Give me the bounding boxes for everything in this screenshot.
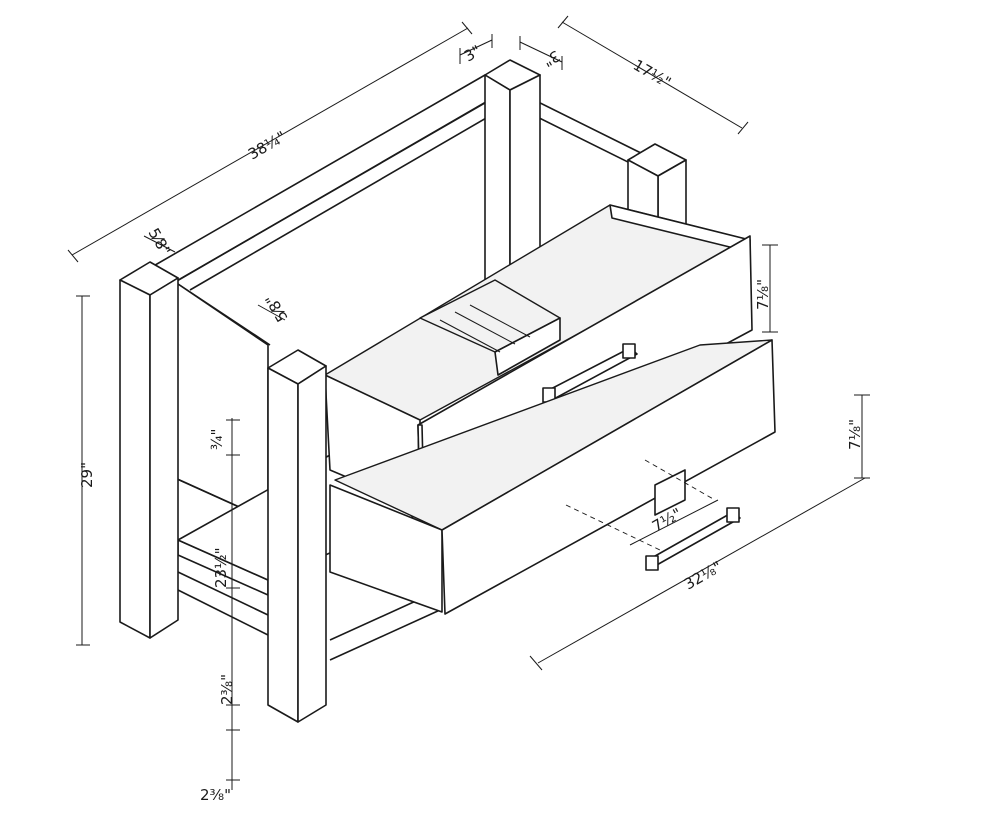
- dimension-lines: [67, 15, 870, 790]
- rail-inner-label: 5⁄8": [262, 291, 292, 325]
- lower-drawer: [329, 339, 776, 615]
- front-left-post: [119, 261, 179, 639]
- front-center-post: [267, 349, 327, 723]
- height-total-label: 29": [78, 462, 96, 488]
- drawer-width-label: 32⅛": [681, 558, 725, 594]
- foot-height-label: 2⅜": [200, 786, 231, 804]
- shelf-clearance-label: 23½": [212, 547, 230, 588]
- rail-left-label: 5⁄8": [145, 225, 175, 259]
- front-offset-label: ¾": [208, 429, 226, 450]
- shelf-thickness-label: 2⅜": [218, 674, 236, 705]
- drawer-upper-height-label: 7⅛": [754, 279, 772, 310]
- drawer-lower-height-label: 7⅛": [846, 419, 864, 450]
- left-side-panel: [174, 281, 269, 521]
- depth-top-label: 17½": [630, 56, 674, 92]
- post-width-a-label: 3": [461, 42, 484, 66]
- width-top-label: 38¼": [245, 128, 289, 164]
- post-width-b-label: 3": [540, 47, 563, 71]
